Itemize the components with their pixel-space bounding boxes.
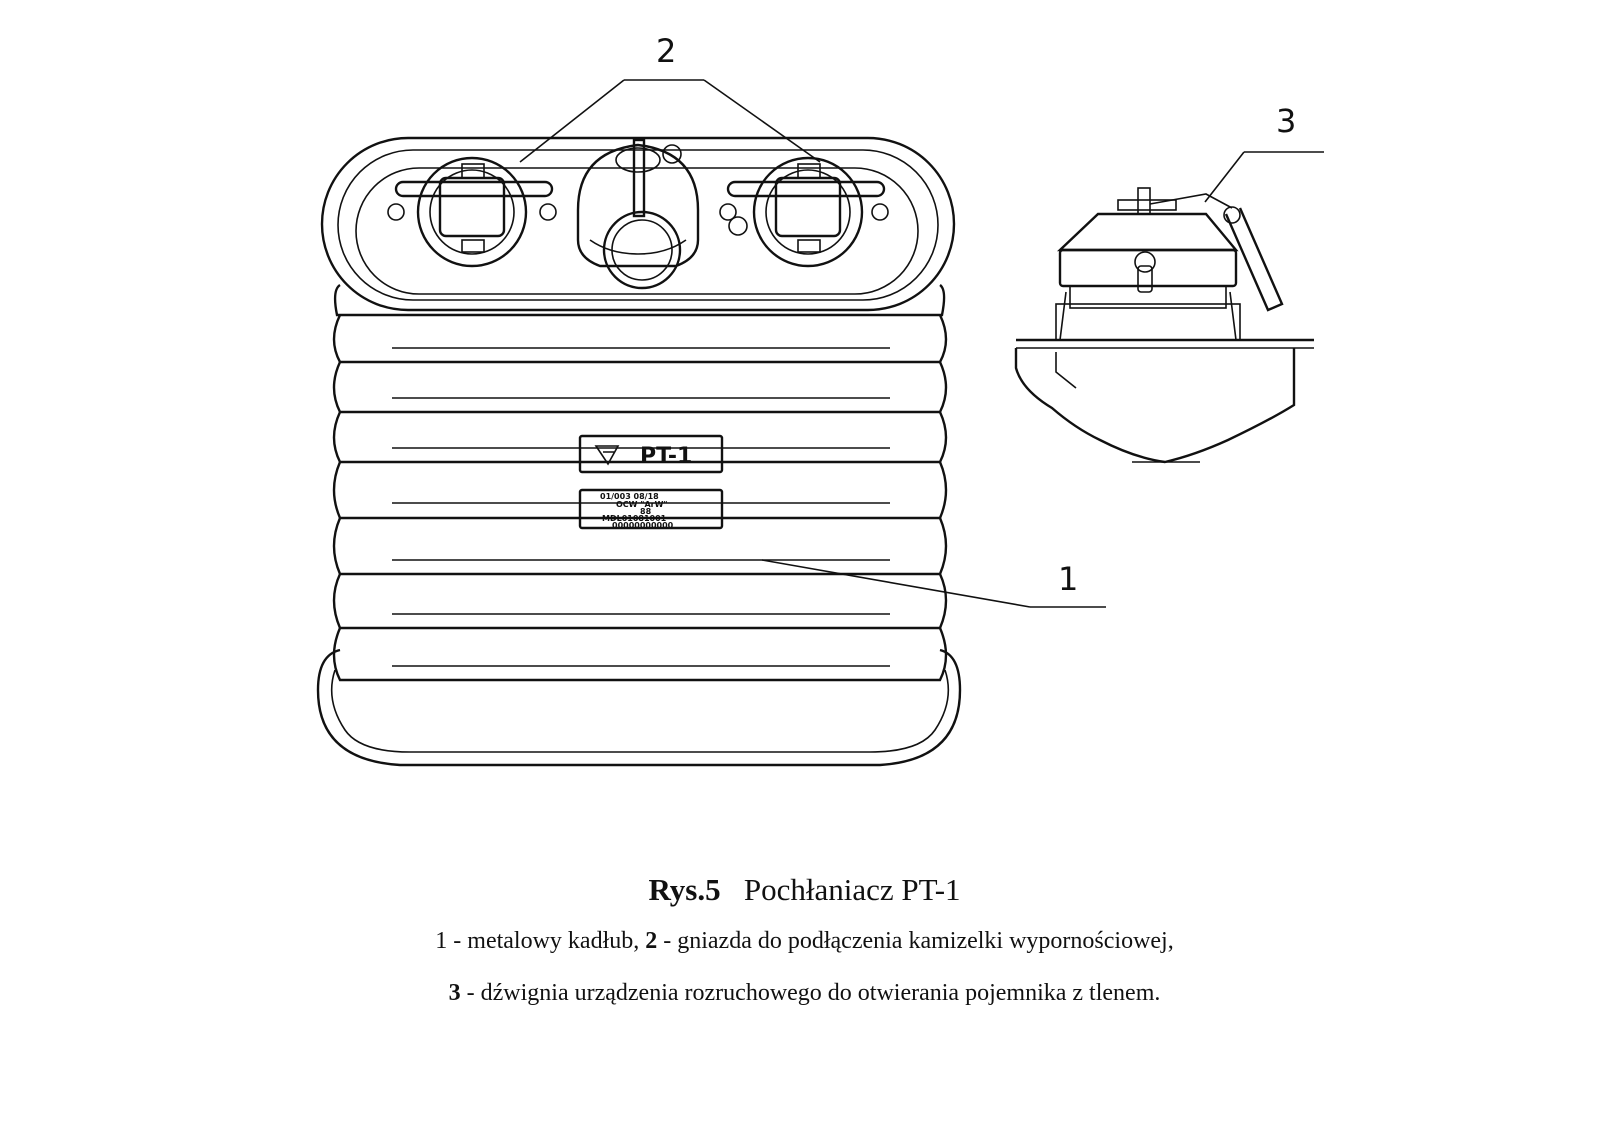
legend-item2-text: - gniazda do podłączenia kamizelki wypor… [657, 928, 1174, 954]
callout-1: 1 [1058, 560, 1078, 598]
socket-right [719, 156, 889, 268]
center-valve [576, 138, 748, 290]
figure-label: Rys.5 [648, 872, 721, 907]
detail-view [1014, 187, 1314, 464]
serial-line-3: 88 [640, 507, 652, 516]
serial-line-4: MDL01081001 [602, 514, 667, 523]
socket-left [387, 156, 557, 268]
name-plate: PT-1 [578, 434, 724, 474]
name-plate-text: PT-1 [640, 444, 692, 469]
legend-line-1: 1 - metalowy kadłub, 2 - gniazda do podł… [0, 928, 1609, 955]
absorber-body: PT-1 01/003 08/18 OCW "ArW" 88 MDL010810… [316, 136, 962, 767]
figure-caption: Rys.5 Pochłaniacz PT-1 [0, 872, 1609, 908]
callout-2: 2 [656, 32, 676, 70]
legend-item2-number: 2 [645, 928, 658, 954]
callout-3: 3 [1276, 102, 1296, 140]
serial-line-5: 00000000000 [612, 521, 674, 530]
leader-lines [519, 79, 1324, 608]
serial-plate: 01/003 08/18 OCW "ArW" 88 MDL01081001 00… [578, 488, 724, 530]
hull-base [316, 648, 962, 767]
figure-title: Pochłaniacz PT-1 [743, 872, 961, 907]
legend-item1-text: - metalowy kadłub, [447, 928, 646, 954]
hull-ribs [332, 283, 948, 682]
serial-line-1: 01/003 08/18 [600, 492, 659, 501]
legend-item3-number: 3 [448, 980, 461, 1006]
legend-item1-number: 1 [435, 928, 448, 954]
legend-line-2: 3 - dźwignia urządzenia rozruchowego do … [0, 980, 1609, 1007]
serial-line-2: OCW "ArW" [616, 500, 668, 509]
legend-item3-text: - dźwignia urządzenia rozruchowego do ot… [460, 980, 1161, 1006]
